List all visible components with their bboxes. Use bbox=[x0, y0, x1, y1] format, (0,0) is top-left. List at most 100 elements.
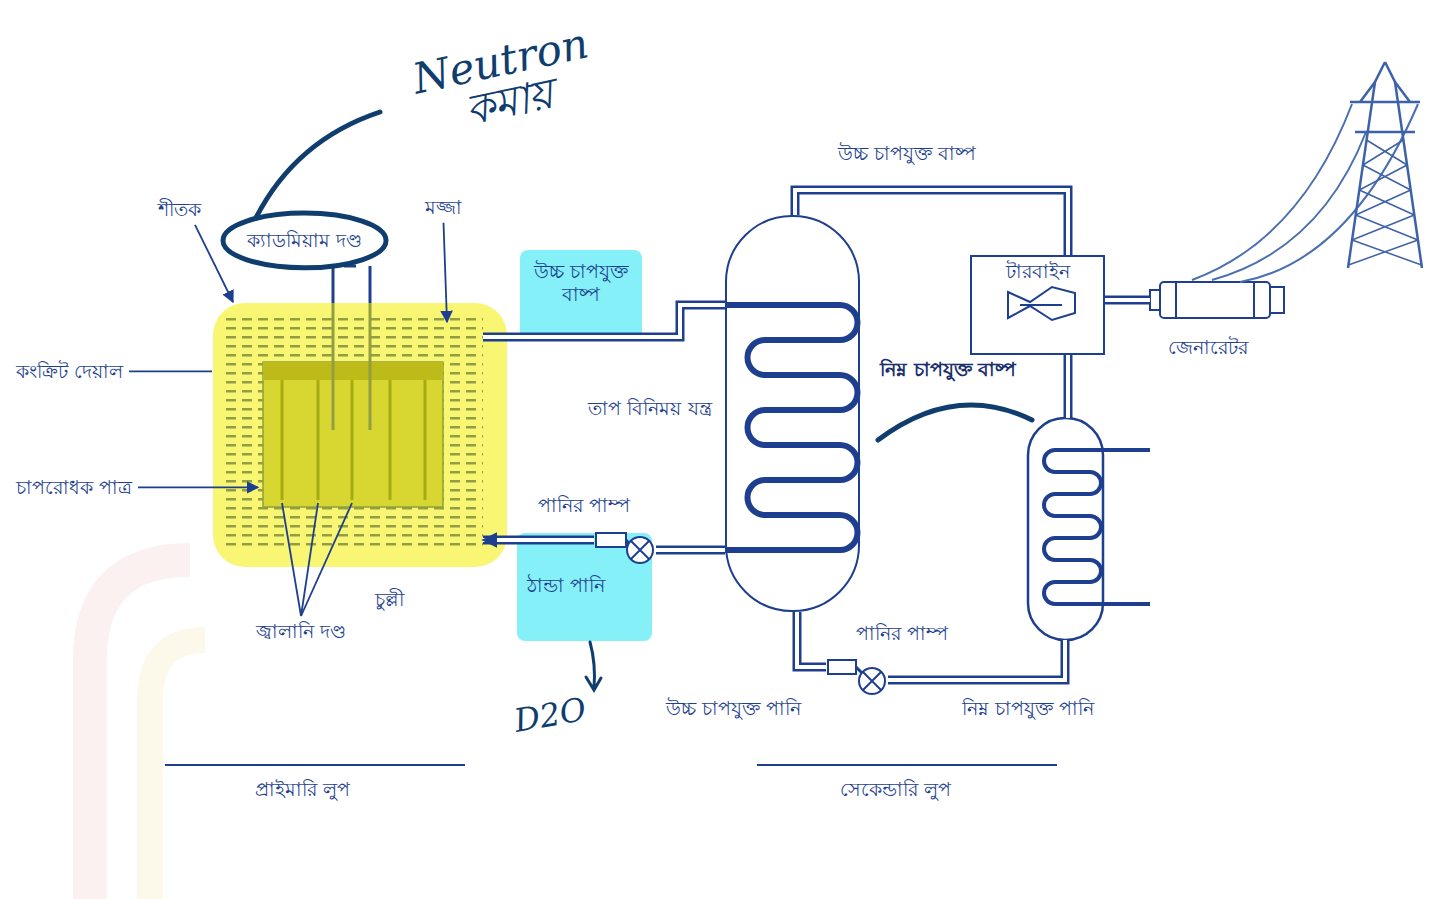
pump-symbol bbox=[863, 672, 881, 690]
node-label: তাপ বিনিময় যন্ত্র bbox=[585, 397, 715, 420]
pipe-bore bbox=[483, 538, 594, 542]
flow-label: নিম্ন চাপযুক্ত বাষ্প bbox=[880, 358, 1016, 381]
section-label: প্রাইমারি লুপ bbox=[255, 778, 350, 801]
turbine-symbol bbox=[1020, 304, 1062, 306]
pipe-bore bbox=[797, 612, 826, 667]
loop-bracket bbox=[165, 764, 1057, 766]
leader-line bbox=[129, 223, 447, 616]
power-line bbox=[1212, 132, 1366, 280]
section-label: সেকেন্ডারি লুপ bbox=[840, 778, 951, 801]
highlight bbox=[517, 533, 652, 641]
hand-annotation bbox=[586, 642, 601, 690]
pipe-bore bbox=[795, 190, 1068, 255]
generator-symbol bbox=[1175, 282, 1177, 318]
handwritten-note: Neutron কমায় bbox=[379, 16, 631, 148]
pipe-connector bbox=[483, 305, 725, 337]
reactor-illustration bbox=[213, 303, 507, 567]
loop-bracket bbox=[757, 764, 1057, 766]
pipe-bore bbox=[483, 305, 725, 337]
generator-symbol bbox=[1253, 282, 1255, 318]
hand-annotation bbox=[878, 405, 1032, 440]
pipe bbox=[1064, 355, 1073, 418]
handwritten-note: D2O bbox=[511, 690, 589, 740]
pipe-wall bbox=[656, 546, 725, 555]
leader-line bbox=[282, 503, 301, 616]
condenser bbox=[1028, 418, 1150, 640]
part-label: ক্যাডমিয়াম দণ্ড bbox=[247, 229, 362, 252]
generator: জেনারেটর bbox=[1150, 278, 1287, 320]
pipe-bore bbox=[1105, 298, 1150, 302]
part-label: মজ্জা bbox=[425, 196, 462, 219]
pipe-wall bbox=[795, 190, 1068, 255]
pump-symbol bbox=[627, 537, 653, 563]
pump-symbol bbox=[828, 660, 856, 674]
heat-exchanger-coil bbox=[725, 305, 858, 550]
pipe-connector bbox=[797, 612, 826, 667]
generator-symbol bbox=[1270, 287, 1284, 313]
water-pump: পানির পাম্প bbox=[594, 530, 656, 568]
pipe-wall bbox=[483, 305, 725, 337]
flow-label: নিম্ন চাপযুক্ত পানি bbox=[962, 697, 1094, 720]
reactor-illustration bbox=[213, 266, 507, 567]
water-pump: পানির পাম্প bbox=[826, 658, 888, 698]
leader-line bbox=[444, 223, 448, 322]
pipe-wall bbox=[483, 536, 594, 545]
node-label: চুল্লী bbox=[375, 588, 404, 611]
heat-exchanger: তাপ বিনিময় যন্ত্র bbox=[725, 215, 860, 612]
heat-exchanger-coil bbox=[725, 305, 858, 550]
turbine-box: টারবাইন bbox=[970, 255, 1105, 355]
hand-annotation bbox=[223, 112, 1032, 690]
generator-symbol bbox=[1150, 282, 1284, 318]
power-line bbox=[1240, 104, 1418, 282]
leader-line bbox=[138, 486, 258, 488]
pipe bbox=[888, 640, 1065, 680]
power-line bbox=[1192, 104, 1418, 282]
transmission-tower bbox=[1348, 140, 1421, 265]
flow-label: উচ্চ চাপযুক্ত বাষ্প bbox=[522, 260, 640, 306]
hand-annotation bbox=[256, 112, 380, 218]
leader-line bbox=[301, 503, 352, 616]
turbine-symbol bbox=[1008, 287, 1075, 320]
pump-symbol bbox=[631, 541, 649, 559]
reactor-core: চুল্লী bbox=[225, 312, 483, 552]
pipe-connector bbox=[1105, 300, 1150, 301]
flow-arrow bbox=[483, 540, 594, 541]
transmission-tower bbox=[1348, 62, 1422, 268]
flow-label: উচ্চ চাপযুক্ত পানি bbox=[666, 697, 801, 720]
flow-label: ঠান্ডা পানি bbox=[527, 574, 605, 597]
pipe-connector bbox=[483, 540, 594, 541]
hand-annotation bbox=[223, 213, 386, 268]
node-label: পানির পাম্প bbox=[538, 494, 630, 517]
transmission-tower bbox=[1348, 62, 1422, 268]
part-label: চাপরোধক পাত্র bbox=[16, 476, 132, 499]
generator-symbol bbox=[1150, 290, 1160, 310]
leader-line bbox=[129, 370, 212, 372]
pipe bbox=[1066, 355, 1070, 418]
pipe-wall bbox=[797, 612, 826, 667]
part-label: শীতক bbox=[158, 198, 201, 221]
loop-bracket bbox=[165, 764, 465, 766]
turbine-symbol bbox=[1008, 287, 1075, 320]
pump-symbol bbox=[859, 668, 885, 694]
watermark bbox=[150, 640, 205, 899]
pump-symbol bbox=[596, 533, 885, 694]
pipe-connector bbox=[656, 550, 725, 551]
part-label: জ্বালানি দণ্ড bbox=[256, 620, 346, 643]
pipe-bore bbox=[656, 548, 725, 552]
condenser bbox=[1044, 450, 1150, 604]
part-label: কংক্রিট দেয়াল bbox=[16, 360, 123, 383]
transmission-tower bbox=[1350, 82, 1420, 132]
pump-symbol bbox=[596, 533, 626, 547]
generator-symbol bbox=[1160, 282, 1270, 318]
watermark bbox=[90, 560, 205, 899]
node-label: পানির পাম্প bbox=[856, 622, 948, 645]
pipe-connector bbox=[795, 190, 1068, 255]
pipe bbox=[888, 640, 1065, 680]
leader-line bbox=[195, 225, 233, 302]
node-label: জেনারেটর bbox=[1168, 336, 1248, 359]
highlight bbox=[520, 250, 642, 340]
flow-label: উচ্চ চাপযুক্ত বাষ্প bbox=[838, 142, 976, 165]
